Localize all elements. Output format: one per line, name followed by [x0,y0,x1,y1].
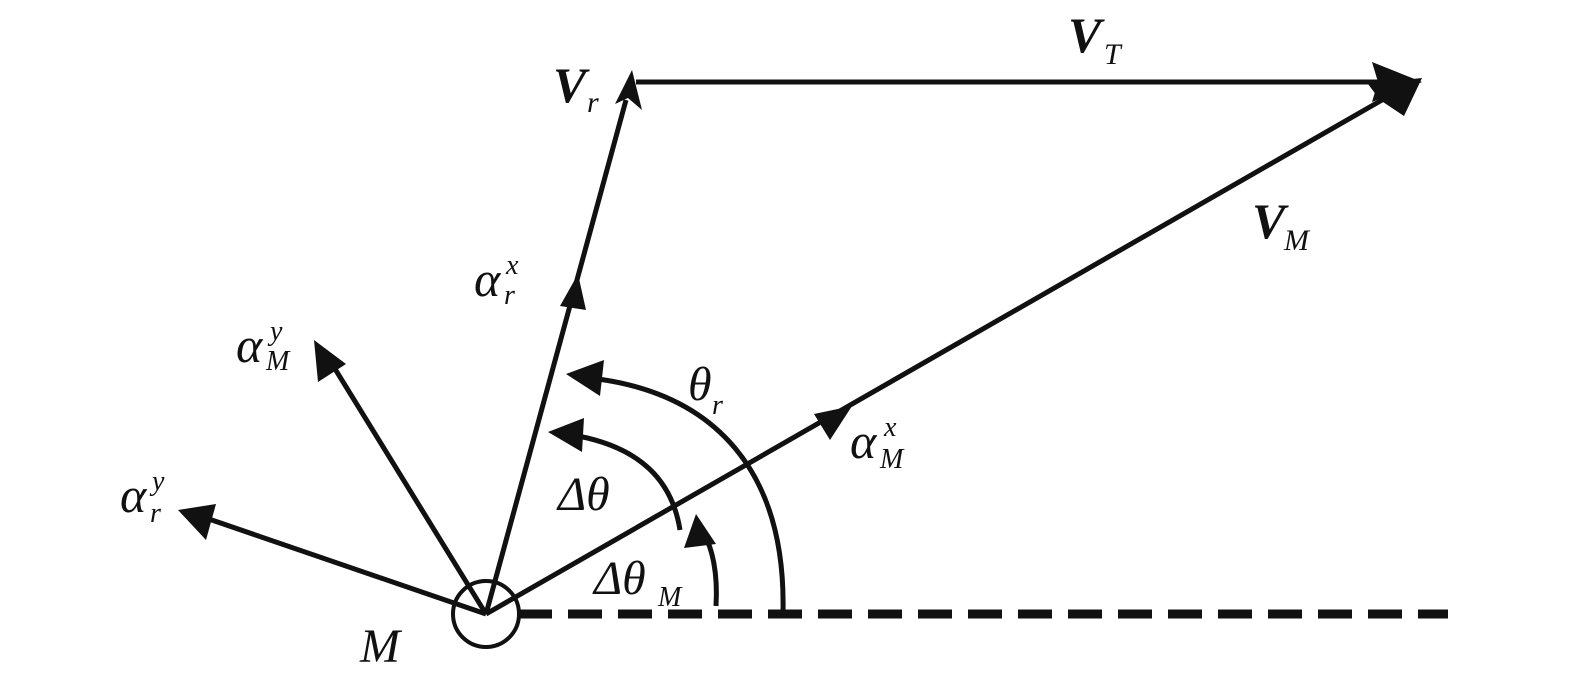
label-ary-sub: r [150,498,161,529]
label-vr-sub: r [587,86,599,119]
label-arx-sup: x [505,250,519,281]
theta-r-arrowhead [566,360,604,396]
label-arx-sub: r [504,280,515,311]
label-vm-sub: M [1283,224,1311,257]
origin-circle [451,579,521,649]
label-vt: V [1068,7,1105,63]
label-amx-sub: M [879,444,905,475]
theta-r-arc [597,376,786,613]
label-ary-sup: y [149,466,165,497]
label-delta-theta: Δθ [556,468,610,521]
vector-arx-arrowhead [560,274,586,310]
label-theta-r: θ [688,358,712,411]
label-ary: α [120,467,148,523]
delta-theta-m-arrowhead [684,514,716,548]
label-amx-sup: x [883,412,897,443]
label-amx: α [850,413,878,469]
label-arx: α [474,251,502,307]
vector-ary-arrowhead [178,504,216,540]
label-delta-theta-m-sub: M [657,582,683,613]
vector-amx-arrowhead [814,406,852,440]
vector-amy-line [329,362,489,616]
label-vt-sub: T [1104,38,1123,71]
vector-vr-line [483,99,629,615]
vector-vr-arrowhead [615,70,642,110]
delta-theta-arrowhead [548,418,584,452]
delta-theta-arc [577,433,683,531]
vector-amy-arrowhead [314,340,346,382]
label-vr: V [553,57,590,113]
label-theta-r-sub: r [712,390,723,421]
label-delta-theta-m: Δθ [592,552,646,605]
vector-ary-line [205,515,487,617]
label-amy-sup: y [267,316,283,347]
vector-vm-line [484,97,1384,617]
label-vm: V [1252,193,1289,249]
vector-vm-arrowhead [1368,78,1422,116]
label-amy: α [236,317,264,373]
label-amy-sub: M [265,346,291,377]
label-m: M [359,620,403,673]
